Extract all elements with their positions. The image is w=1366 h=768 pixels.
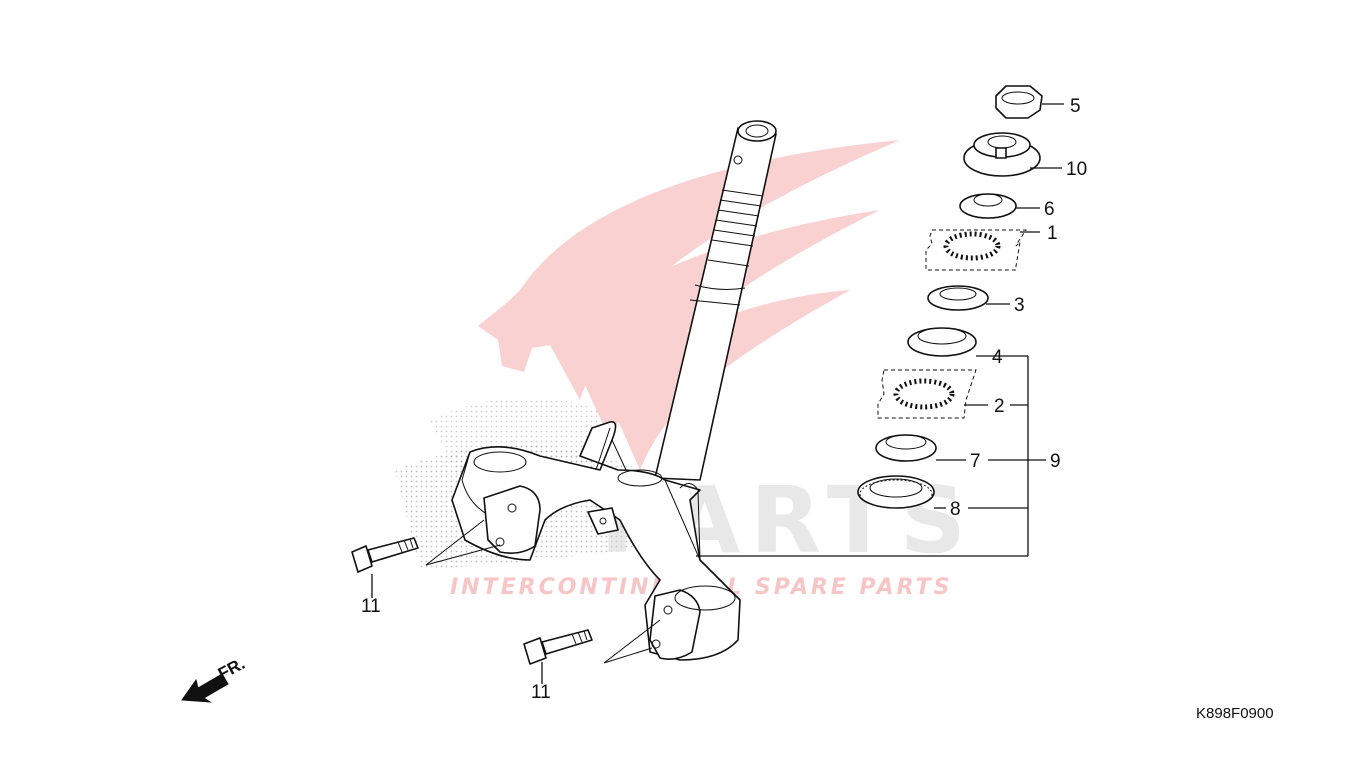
steering-stem: [451, 120, 777, 661]
callout-5: 5: [1070, 96, 1081, 117]
part-5-lock-nut: [995, 85, 1043, 119]
part-10-adjusting-nut: [963, 132, 1041, 177]
callout-7: 7: [970, 451, 981, 472]
callout-1: 1: [1047, 223, 1058, 244]
callout-10: 10: [1066, 159, 1087, 180]
callout-11-lower: 11: [531, 682, 551, 703]
bolt-upper: [351, 519, 501, 573]
part-3-top-race: [927, 285, 989, 311]
watermark-wing-logo: [478, 140, 900, 470]
front-direction-indicator: FR.: [181, 654, 248, 703]
diagram-code: K898F0900: [1196, 705, 1274, 722]
part-2-steel-balls: [877, 369, 977, 419]
callout-4: 4: [992, 347, 1003, 368]
bolt-lower: [523, 619, 661, 665]
leader-lines: [371, 103, 1064, 684]
callout-11-upper: 11: [361, 596, 381, 617]
part-8-dust-seal: [857, 475, 935, 509]
callout-6: 6: [1044, 199, 1055, 220]
callout-2: 2: [994, 396, 1005, 417]
callout-3: 3: [1014, 295, 1025, 316]
callout-9: 9: [1050, 451, 1061, 472]
callout-labels: 5 10 6 1 3 4 2 7 9 8 11 11: [361, 96, 1087, 703]
part-4-bottom-race: [907, 327, 977, 357]
front-arrow-icon: [181, 673, 229, 703]
part-1-steel-balls: [925, 229, 1027, 271]
part-7-cone-race: [875, 434, 937, 462]
callout-8: 8: [950, 499, 961, 520]
part-6-cone-race: [959, 193, 1017, 219]
